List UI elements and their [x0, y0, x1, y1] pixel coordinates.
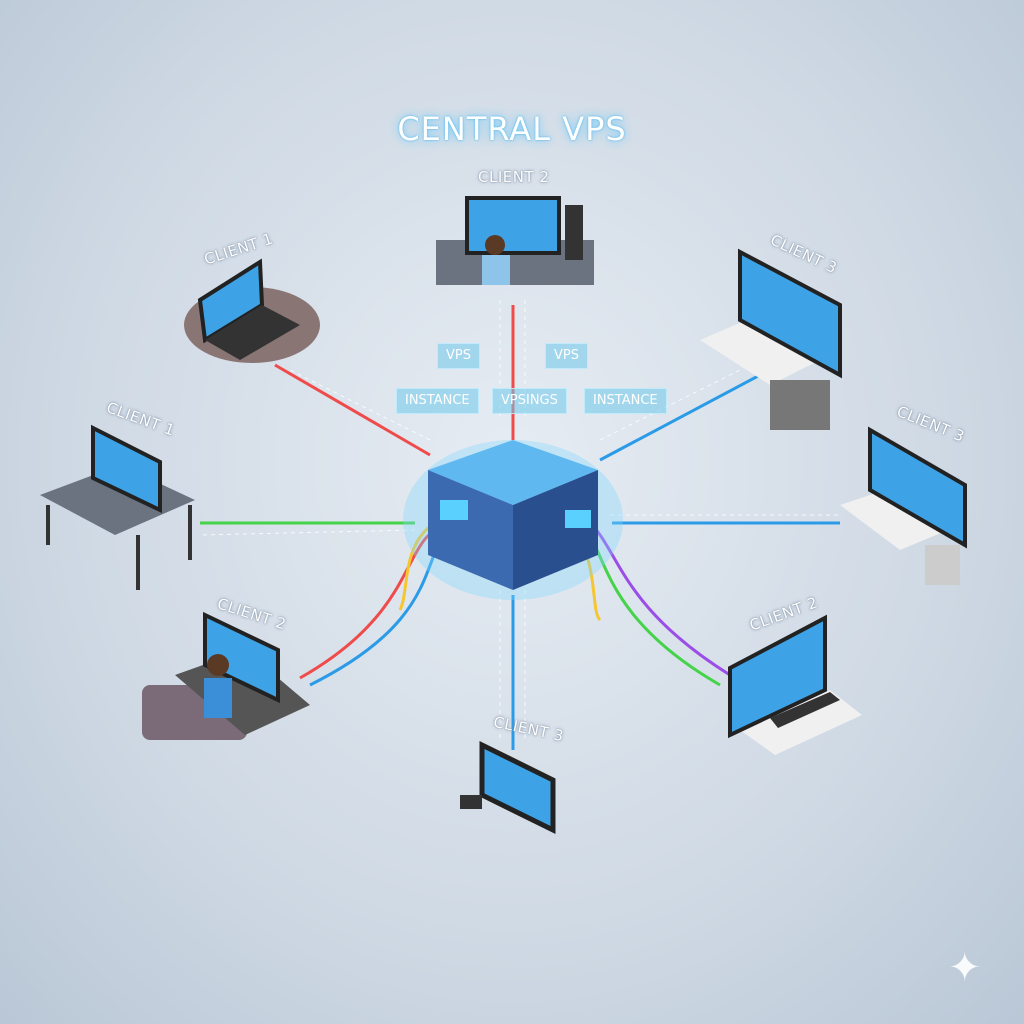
client3-top-device: [700, 248, 842, 430]
client-label: CLIENT 2: [478, 168, 550, 186]
server-panel-instance: INSTANCE: [396, 388, 479, 414]
client2-right-device: [728, 614, 862, 755]
server-panel-vps: VPS: [545, 343, 588, 369]
client2-top-device: [436, 196, 594, 285]
central-server-cube: [403, 440, 623, 600]
client1-left-device: [40, 424, 195, 590]
server-panel-misc: VPSINGS: [492, 388, 567, 414]
client1-top-device: [184, 258, 320, 363]
server-panel-instance: INSTANCE: [584, 388, 667, 414]
client3-bottom-device: [460, 740, 556, 835]
link-client1-top: [274, 363, 431, 457]
client3-right-device: [840, 426, 967, 585]
sparkle-icon: ✦: [948, 945, 982, 991]
diagram-title: CENTRAL VPS: [397, 110, 627, 148]
server-panel-vps: VPS: [437, 343, 480, 369]
client2-left-device: [142, 611, 310, 740]
link-client3-top: [599, 373, 761, 462]
